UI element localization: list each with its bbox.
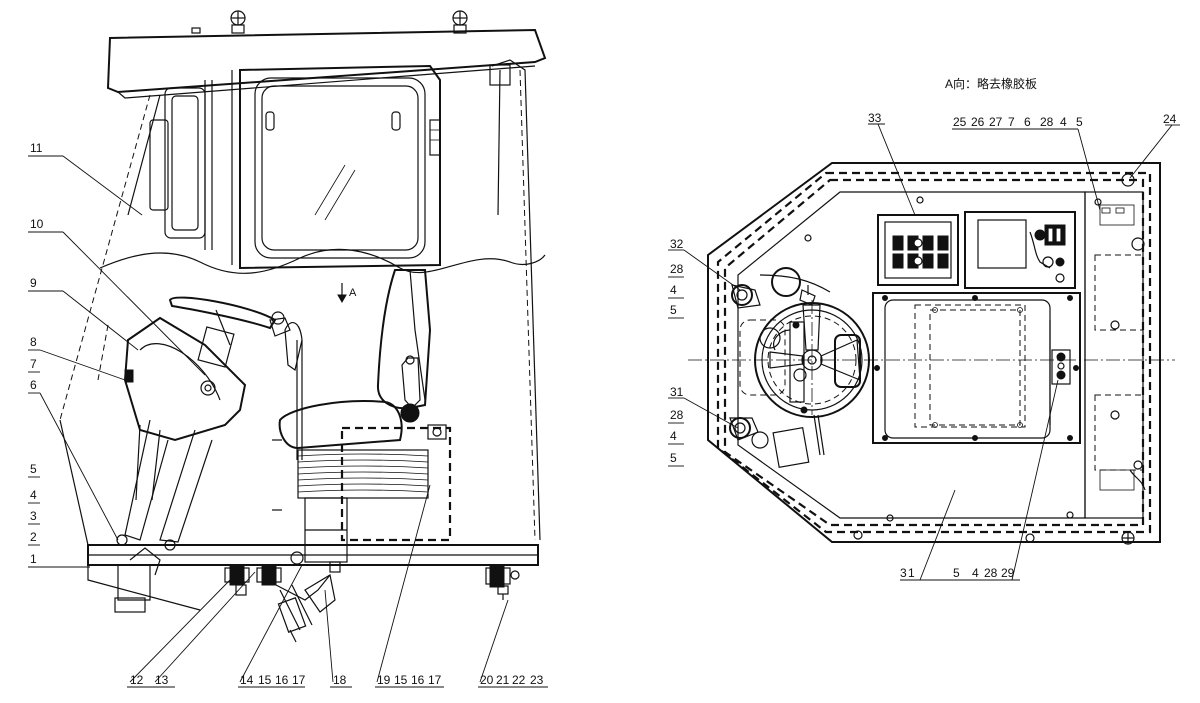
callout-5-plan: 5 [953,566,960,580]
callout-17b: 17 [428,673,442,687]
brake-linkage [275,551,336,643]
callout-15b: 15 [394,673,408,687]
callout-12: 12 [130,673,144,687]
callout-14: 14 [240,673,254,687]
access-hatch [872,292,1081,444]
callout-23: 23 [530,673,544,687]
callout-24: 24 [1163,112,1177,126]
section-label-a: A [349,287,357,299]
callout-33: 33 [868,111,882,125]
instrument-panel [964,211,1076,289]
switch-panel [877,214,959,286]
callout-4-upper: 4 [670,283,677,297]
callout-27: 27 [989,115,1003,129]
callout-32: 32 [670,237,684,251]
callout-5-top: 5 [1076,115,1083,129]
callout-31: 31 [670,385,684,399]
lifting-eye-right [452,10,468,34]
floor-mount-front [224,564,250,596]
callouts-side-left: 11 10 9 8 7 6 5 4 3 2 1 [30,141,44,566]
break-line [99,248,546,274]
callout-4: 4 [30,488,37,502]
steering-wheel-plan [739,267,870,469]
callouts-side-bottom: 12 13 14 15 16 17 18 19 15 16 17 20 21 2… [130,673,544,687]
callout-6-plan: 6 [1024,115,1031,129]
callout-9: 9 [30,276,37,290]
callout-8: 8 [30,335,37,349]
callout-10: 10 [30,217,44,231]
callout-1: 1 [30,552,37,566]
callout-28-upper: 28 [670,262,684,276]
corner-bolts [804,173,1135,545]
callout-20: 20 [480,673,494,687]
callouts-plan-top: 33 25 26 27 7 6 28 4 5 24 [868,111,1177,129]
callout-6: 6 [30,378,37,392]
callout-21: 21 [496,673,510,687]
steering-console [123,316,247,442]
view-a-caption: A向：略去橡胶板 [945,76,1037,91]
callout-3-plan: 3 [900,566,907,580]
cab-door [239,64,441,270]
callout-3: 3 [30,509,37,523]
callout-18: 18 [333,673,347,687]
callout-7-plan: 7 [1008,115,1015,129]
cab-roof [106,28,547,94]
seat-adjuster [400,355,421,423]
steering-wheel [168,296,277,330]
callout-26: 26 [971,115,985,129]
callout-2: 2 [30,530,37,544]
callout-1-plan: 1 [908,566,915,580]
floor-mount-mid [256,564,282,586]
callout-13: 13 [155,673,169,687]
callout-5-lower: 5 [670,451,677,465]
floor-outline [707,162,1161,543]
callout-25: 25 [953,115,967,129]
callout-28-lower: 28 [670,408,684,422]
callout-11: 11 [30,141,43,155]
callouts-plan-side: 32 28 4 5 31 28 4 5 [670,237,684,465]
callout-16: 16 [275,673,289,687]
callout-28-top: 28 [1040,115,1054,129]
callout-7: 7 [30,357,37,371]
mount-plan-lower [729,417,769,449]
callout-4-lower: 4 [670,429,677,443]
callout-4-plan: 4 [972,566,979,580]
leader-lines-plan [668,123,1180,581]
seat-cushion [278,400,403,450]
callouts-plan-bottom: 3 1 5 4 28 29 [900,566,1015,580]
callout-4-top: 4 [1060,115,1067,129]
section-arrow-a: A [337,283,357,304]
lifting-eye-left [230,10,246,34]
callout-16b: 16 [411,673,425,687]
callout-29: 29 [1001,566,1015,580]
view-a-plan: A向：略去橡胶板 [668,76,1180,581]
callout-15: 15 [258,673,272,687]
callout-22: 22 [512,673,526,687]
mount-plan-upper [731,284,761,309]
callout-28-plan: 28 [984,566,998,580]
callout-19: 19 [377,673,391,687]
callout-5: 5 [30,462,37,476]
floor-mount-rear [485,564,520,600]
leader-lines-side [28,155,548,688]
side-view: A [28,10,548,688]
callout-5-upper: 5 [670,303,677,317]
seat-suspension [297,449,429,499]
callout-17: 17 [292,673,306,687]
